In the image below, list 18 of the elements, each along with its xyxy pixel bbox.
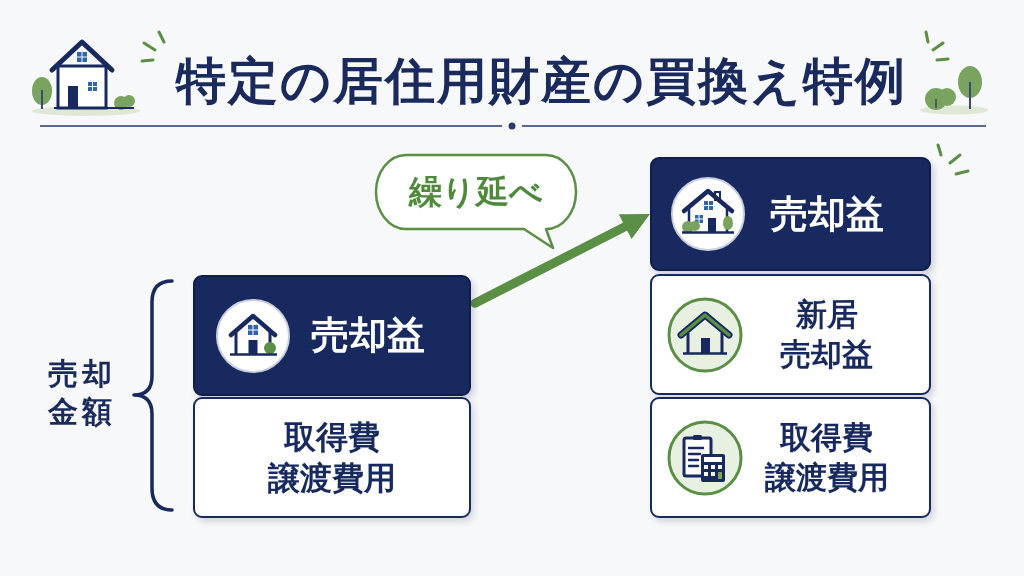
arrow: [470, 214, 650, 308]
stacked-box: [650, 397, 931, 518]
stacked-box: [650, 157, 931, 271]
box-label: 譲渡費用: [764, 457, 889, 497]
box-label: 売却益: [780, 334, 873, 374]
box-label: 取得費: [780, 417, 873, 457]
box-label: 売却益: [769, 190, 884, 238]
speech-bubble: [374, 153, 578, 250]
box-label: 新居: [795, 294, 858, 334]
stacked-box: [193, 275, 471, 396]
stacked-box: [193, 397, 471, 518]
box-label: 売却益: [311, 312, 425, 360]
bubble-label: 繰り延べ: [409, 170, 543, 213]
box-label: 取得費: [284, 416, 380, 458]
title: 特定の居住用財産の買換え特例: [175, 51, 907, 112]
box-label: 譲渡費用: [268, 457, 396, 499]
stacked-box: [650, 274, 931, 395]
bracket-label: 売却金額: [48, 355, 117, 430]
